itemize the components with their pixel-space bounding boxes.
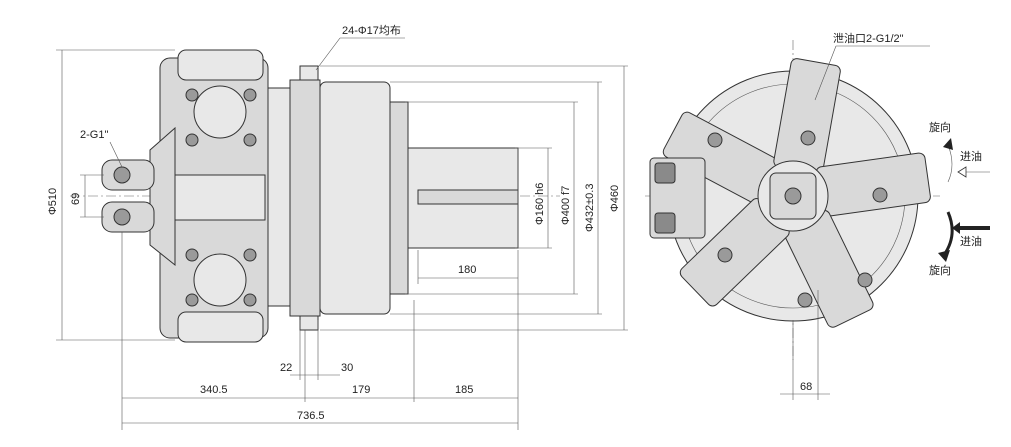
output-shaft bbox=[407, 147, 519, 249]
dim-phi510: Φ510 bbox=[47, 188, 59, 215]
dim-179: 179 bbox=[352, 384, 370, 396]
label-rotation-top: 旋向 bbox=[929, 120, 951, 134]
rotation-arrow-bottom bbox=[942, 211, 954, 256]
front-bolt-holes bbox=[707, 130, 888, 308]
label-2-g1: 2-G1" bbox=[80, 129, 108, 141]
label-bolts: 24-Φ17均布 bbox=[342, 24, 401, 37]
side-view: Φ510 69 2-G1" 24-Φ17均布 Φ160 h6 Φ400 f7 bbox=[47, 24, 628, 430]
label-drain: 泄油口2-G1/2" bbox=[833, 31, 904, 45]
rotation-indicator-top: 旋向 进油 bbox=[929, 120, 990, 183]
inlet-arrow-bottom bbox=[952, 222, 990, 234]
rotation-indicator-bottom: 进油 旋向 bbox=[929, 211, 990, 277]
dim-phi160: Φ160 h6 bbox=[534, 183, 546, 225]
label-inlet-bottom: 进油 bbox=[960, 234, 982, 248]
housing bbox=[319, 81, 409, 315]
dim-30: 30 bbox=[341, 362, 353, 374]
dim-phi460: Φ460 bbox=[609, 185, 621, 212]
dim-340-5: 340.5 bbox=[200, 384, 228, 396]
label-rotation-bottom: 旋向 bbox=[929, 263, 951, 277]
side-dimensions: Φ510 69 2-G1" 24-Φ17均布 Φ160 h6 Φ400 f7 bbox=[47, 24, 628, 430]
mounting-flange bbox=[267, 65, 321, 331]
dim-736-5: 736.5 bbox=[297, 410, 325, 422]
dim-phi400: Φ400 f7 bbox=[560, 186, 572, 225]
dim-68: 68 bbox=[800, 381, 812, 393]
rotation-arrow-top bbox=[947, 144, 953, 183]
radial-cylinders bbox=[662, 58, 931, 328]
dim-180: 180 bbox=[458, 264, 476, 276]
dim-phi432: Φ432±0.3 bbox=[584, 184, 596, 232]
front-view: 泄油口2-G1/2" 旋向 进油 进油 旋向 68 bbox=[645, 31, 990, 400]
dim-185: 185 bbox=[455, 384, 473, 396]
label-inlet-top: 进油 bbox=[960, 149, 982, 163]
dim-69: 69 bbox=[70, 193, 82, 205]
dim-22: 22 bbox=[280, 362, 292, 374]
cylinder-block bbox=[149, 49, 269, 343]
